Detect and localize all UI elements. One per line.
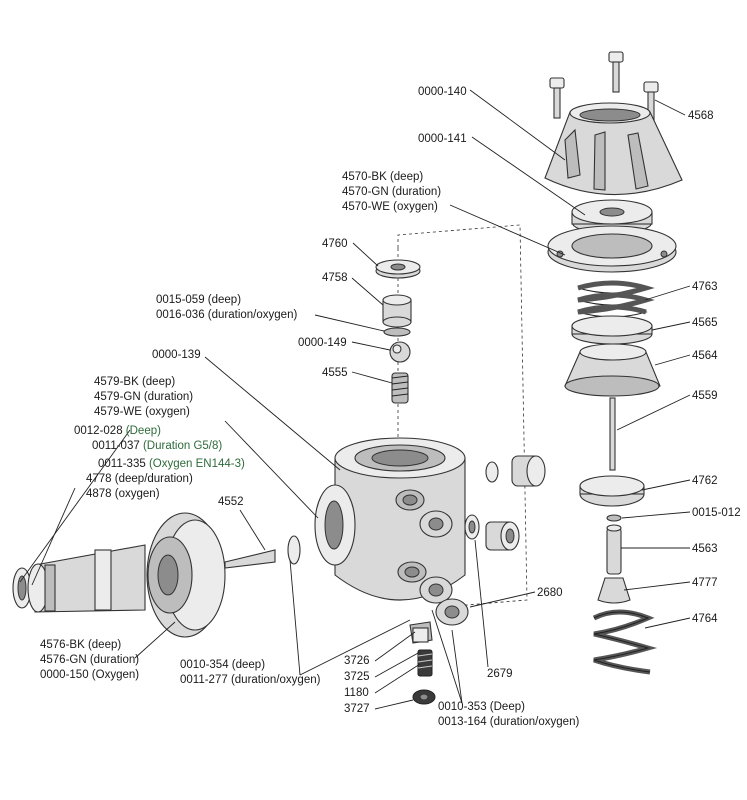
label-0000-141: 0000-141: [418, 133, 467, 145]
connector-4778: [27, 544, 146, 613]
spring-4764: [592, 609, 658, 675]
ball-0000-149: [389, 341, 411, 363]
label-0015-059: 0015-059 (deep): [156, 294, 241, 306]
label-0012-028: 0012-028 (Deep): [74, 425, 161, 437]
label-4559: 4559: [692, 390, 718, 402]
part-labels: 0000-140 4568 0000-141 4570-BK (deep) 45…: [40, 86, 741, 728]
label-0011-335: 0011-335 (Oxygen EN144-3): [98, 458, 245, 470]
spring-4555: [391, 372, 409, 404]
label-0010-353: 0010-353 (Deep): [438, 701, 525, 713]
body-0000-139: [314, 437, 466, 601]
label-4778: 4778 (deep/duration): [86, 473, 193, 485]
spring-4763: [577, 280, 655, 318]
label-4570-gn: 4570-GN (duration): [342, 186, 441, 198]
label-0000-140: 0000-140: [418, 86, 467, 98]
label-4576-gn: 4576-GN (duration): [40, 654, 139, 666]
label-0010-354: 0010-354 (deep): [180, 659, 265, 671]
label-0011-277: 0011-277 (duration/oxygen): [180, 674, 321, 686]
label-0013-164: 0013-164 (duration/oxygen): [438, 716, 579, 728]
label-4763: 4763: [692, 281, 718, 293]
label-4764: 4764: [692, 613, 718, 625]
label-0011-037: 0011-037 (Duration G5/8): [92, 440, 222, 452]
fitting-2680: [485, 521, 520, 551]
label-2679: 2679: [487, 668, 513, 680]
plug-top-right: [485, 455, 546, 487]
label-4579-bk: 4579-BK (deep): [94, 376, 175, 388]
label-4570-bk: 4570-BK (deep): [342, 171, 423, 183]
screws-4568: [549, 51, 659, 123]
ring-4565: [571, 315, 653, 345]
label-0016-036: 0016-036 (duration/oxygen): [156, 309, 297, 321]
port-fittings: [419, 510, 469, 626]
label-0015-012: 0015-012: [692, 507, 741, 519]
bushing-4758: [382, 294, 412, 328]
label-4555: 4555: [322, 367, 348, 379]
label-4565: 4565: [692, 317, 718, 329]
cone-4777: [597, 577, 631, 604]
ring-0000-141: [571, 199, 653, 235]
label-4564: 4564: [692, 350, 718, 362]
label-4579-gn: 4579-GN (duration): [94, 391, 193, 403]
label-0000-149: 0000-149: [298, 337, 347, 349]
label-4758: 4758: [322, 272, 348, 284]
label-4579-we: 4579-WE (oxygen): [94, 406, 190, 418]
oring-0015-059: [383, 327, 411, 337]
label-3727: 3727: [344, 703, 370, 715]
label-4563: 4563: [692, 543, 718, 555]
label-4570-we: 4570-WE (oxygen): [342, 201, 438, 213]
seat-4760: [375, 259, 421, 279]
disc-4762: [579, 475, 645, 507]
housing-4564: [564, 343, 661, 397]
label-4762: 4762: [692, 475, 718, 487]
pin-4563: [606, 524, 622, 575]
label-4552: 4552: [218, 496, 244, 508]
leader-lines: [19, 89, 691, 710]
nozzle-4552: [224, 535, 301, 569]
label-4878: 4878 (oxygen): [86, 488, 160, 500]
fitting-2679: [464, 514, 480, 540]
oring-0015-012: [606, 514, 622, 522]
cap-0000-140: [544, 102, 683, 196]
label-0000-139: 0000-139: [152, 349, 201, 361]
handwheel-4576: [146, 512, 226, 638]
label-0000-150: 0000-150 (Oxygen): [40, 669, 139, 681]
small-parts-3725-3727: [409, 621, 436, 705]
flange-4570: [547, 225, 677, 273]
stem-4559: [609, 397, 616, 471]
label-4777: 4777: [692, 577, 718, 589]
label-2680: 2680: [537, 587, 563, 599]
label-4568: 4568: [688, 110, 714, 122]
label-4760: 4760: [322, 238, 348, 250]
label-1180: 1180: [344, 687, 369, 699]
label-4576-bk: 4576-BK (deep): [40, 639, 121, 651]
label-3725: 3725: [344, 671, 370, 683]
label-3726: 3726: [344, 655, 370, 667]
